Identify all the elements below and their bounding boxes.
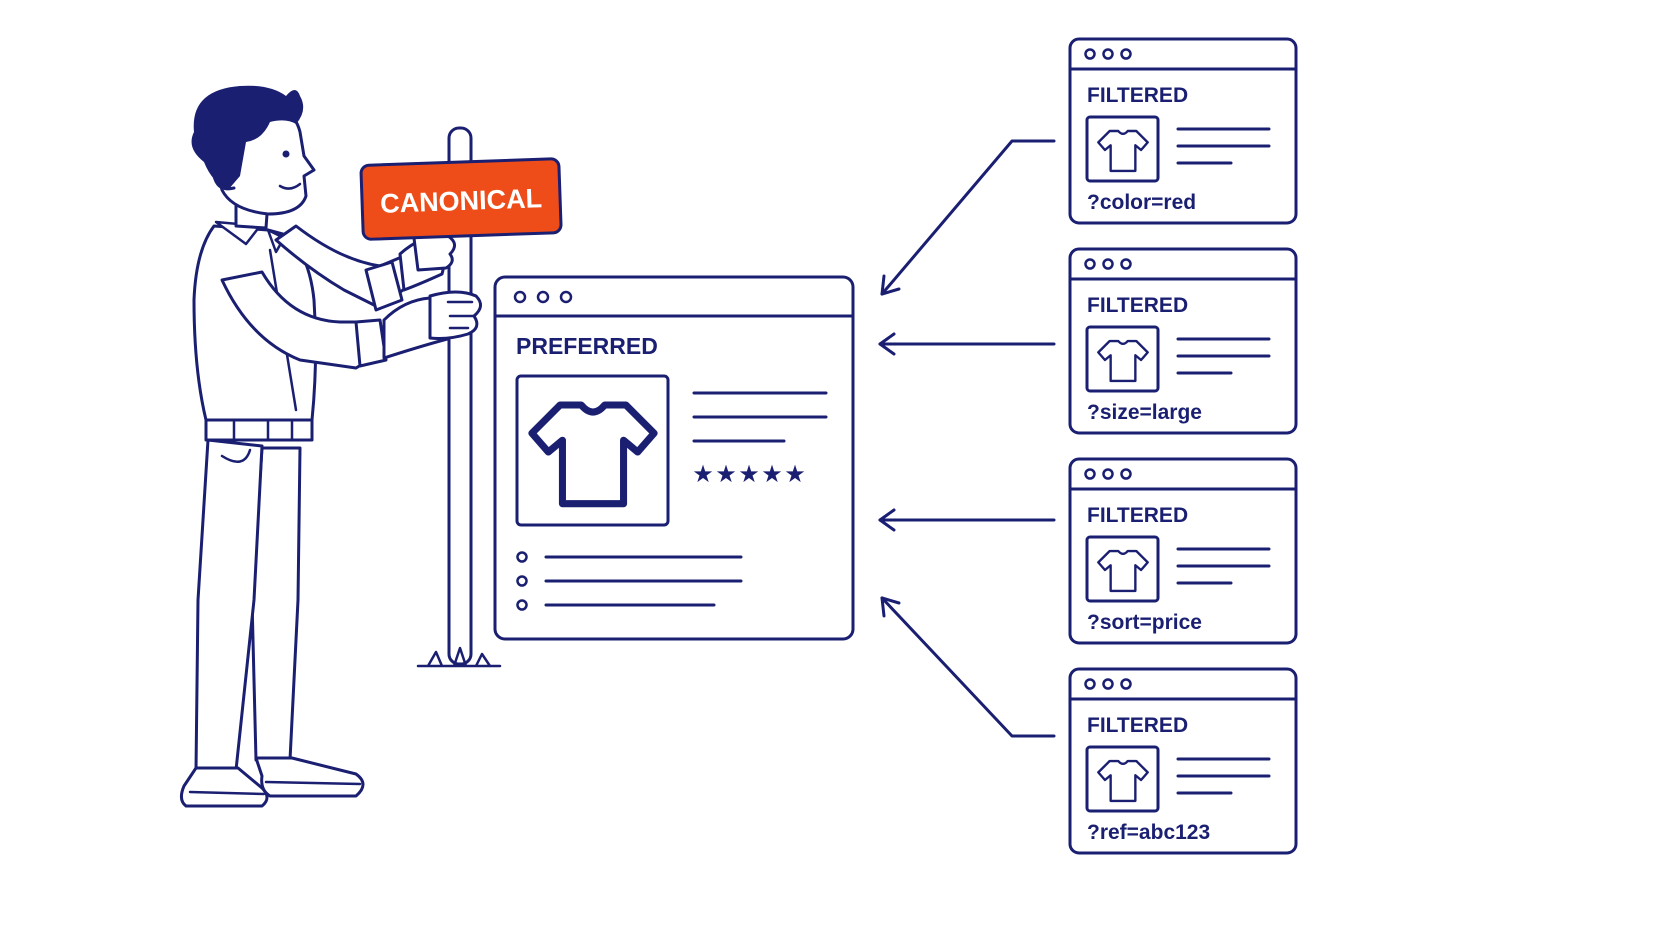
canonical-sign-label: CANONICAL: [380, 183, 543, 219]
filtered-page-window: FILTERED ?color=red: [1068, 37, 1298, 225]
person-leg-front: [194, 438, 264, 772]
canonical-sign-board: [359, 157, 563, 241]
star-icon: ★: [715, 460, 737, 488]
star-icon: ★: [784, 460, 806, 488]
star-icon: ★: [692, 460, 714, 488]
star-icon: ★: [761, 460, 783, 488]
canonical-sign: CANONICAL: [359, 157, 563, 241]
window-dot-icon: [1084, 678, 1096, 690]
person-hands-over-post: [412, 232, 482, 340]
person-belt: [204, 418, 314, 442]
window-dot-icon: [1120, 258, 1132, 270]
person-hair: [191, 85, 304, 190]
filtered-page-title: FILTERED: [1087, 504, 1188, 527]
filtered-page-title: FILTERED: [1087, 294, 1188, 317]
window-dot-icon: [1120, 468, 1132, 480]
canonical-arrows: [878, 139, 1056, 738]
filtered-page-title: FILTERED: [1087, 84, 1188, 107]
sign-post: [416, 126, 502, 668]
filtered-page-param: ?ref=abc123: [1087, 821, 1210, 844]
person-shoe-back: [254, 756, 365, 798]
grass-tuft: [416, 646, 502, 668]
filtered-page-window: FILTERED ?ref=abc123: [1068, 667, 1298, 855]
star-icon: ★: [738, 460, 760, 488]
bullet-icon: [516, 551, 528, 563]
filtered-page-window: FILTERED ?size=large: [1068, 247, 1298, 435]
filtered-page-param: ?color=red: [1087, 191, 1196, 214]
bullet-icon: [516, 599, 528, 611]
filtered-page-title: FILTERED: [1087, 714, 1188, 737]
filtered-page-window: FILTERED ?sort=price: [1068, 457, 1298, 645]
filtered-page-param: ?size=large: [1087, 401, 1202, 424]
window-dot-icon: [513, 290, 527, 304]
person-shoe-front: [179, 766, 269, 808]
bullet-icon: [516, 575, 528, 587]
window-dot-icon: [1120, 48, 1132, 60]
window-dot-icon: [1120, 678, 1132, 690]
window-dot-icon: [1084, 258, 1096, 270]
window-dot-icon: [1084, 48, 1096, 60]
window-dot-icon: [1084, 468, 1096, 480]
window-dot-icon: [559, 290, 573, 304]
arrow-4: [880, 596, 1056, 738]
preferred-page-window: PREFERRED ★★★★★: [493, 275, 855, 641]
window-dot-icon: [1102, 258, 1114, 270]
filtered-pages: FILTERED?color=redFILTERED?size=largeFIL…: [1068, 37, 1298, 855]
rating-stars: ★★★★★: [692, 460, 806, 488]
window-dot-icon: [536, 290, 550, 304]
filtered-page-param: ?sort=price: [1087, 611, 1202, 634]
window-dot-icon: [1102, 678, 1114, 690]
arrow-1: [880, 139, 1056, 296]
preferred-page-title: PREFERRED: [516, 333, 658, 359]
window-dot-icon: [1102, 48, 1114, 60]
window-dot-icon: [1102, 468, 1114, 480]
